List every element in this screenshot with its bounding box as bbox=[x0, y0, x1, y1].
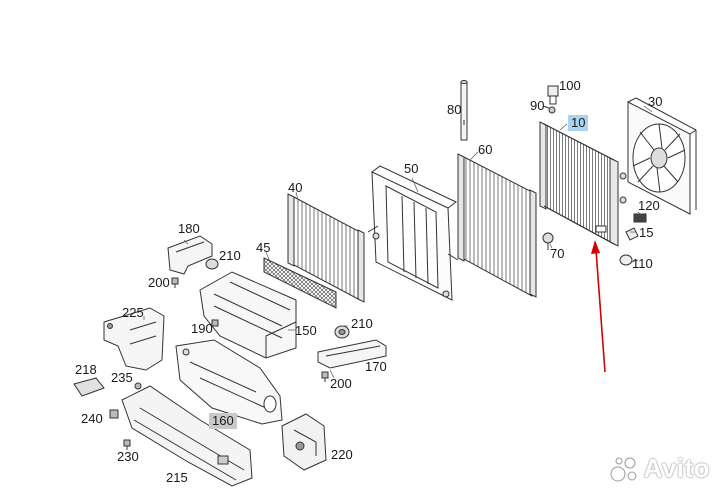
part-110-mount bbox=[619, 254, 633, 266]
label-218: 218 bbox=[75, 362, 97, 377]
part-160-deflector bbox=[175, 339, 283, 425]
label-230: 230 bbox=[117, 449, 139, 464]
label-45: 45 bbox=[256, 240, 271, 255]
label-190: 190 bbox=[191, 321, 213, 336]
label-10: 10 bbox=[568, 115, 589, 131]
label-150: 150 bbox=[295, 323, 317, 338]
label-170: 170 bbox=[365, 359, 387, 374]
label-240: 240 bbox=[81, 411, 103, 426]
label-215: 215 bbox=[166, 470, 188, 485]
label-200-lower: 200 bbox=[330, 376, 352, 391]
part-180-duct bbox=[167, 235, 213, 275]
part-60-condenser bbox=[457, 153, 537, 298]
label-210-lower: 210 bbox=[351, 316, 373, 331]
part-150-air-guide bbox=[199, 271, 297, 359]
part-200-screw-lower bbox=[321, 371, 329, 382]
label-160: 160 bbox=[209, 413, 237, 429]
part-10-radiator bbox=[539, 121, 627, 247]
part-218-plate bbox=[73, 377, 105, 397]
part-30-fan-shroud bbox=[627, 97, 697, 215]
part-225-bracket bbox=[103, 307, 165, 371]
label-40: 40 bbox=[288, 180, 303, 195]
label-70: 70 bbox=[550, 246, 565, 261]
label-90: 90 bbox=[530, 98, 545, 113]
label-60: 60 bbox=[478, 142, 493, 157]
label-110: 110 bbox=[632, 256, 653, 271]
part-235-clip bbox=[134, 382, 142, 390]
part-240-bolt bbox=[109, 409, 119, 419]
avito-watermark-text: Avito bbox=[643, 453, 710, 483]
part-220-lock bbox=[281, 413, 327, 471]
label-225: 225 bbox=[122, 305, 144, 320]
part-80-rod bbox=[460, 80, 468, 141]
part-200-screw-upper bbox=[171, 277, 179, 288]
label-235: 235 bbox=[111, 370, 133, 385]
label-180: 180 bbox=[178, 221, 200, 236]
red-arrow bbox=[591, 240, 606, 373]
part-50-frame bbox=[367, 165, 459, 301]
avito-watermark: Avito bbox=[609, 453, 710, 484]
part-120-connector bbox=[633, 213, 647, 223]
part-170-duct bbox=[317, 339, 387, 369]
leader-lines bbox=[143, 105, 653, 379]
part-190-screw bbox=[211, 319, 219, 327]
part-15-clip bbox=[625, 227, 639, 241]
label-30: 30 bbox=[648, 94, 663, 109]
label-200-upper: 200 bbox=[148, 275, 170, 290]
label-80: 80 bbox=[447, 102, 462, 117]
part-70-valve bbox=[542, 232, 554, 250]
label-120: 120 bbox=[638, 198, 660, 213]
part-215-crossmember bbox=[121, 385, 253, 487]
part-45-filter bbox=[263, 257, 337, 309]
part-230-screw bbox=[123, 439, 131, 450]
label-50: 50 bbox=[404, 161, 419, 176]
part-210-clip-lower bbox=[334, 325, 350, 339]
label-100: 100 bbox=[559, 78, 581, 93]
part-90-sensor bbox=[542, 85, 559, 114]
label-220: 220 bbox=[331, 447, 353, 462]
part-40-aux-radiator bbox=[287, 193, 365, 303]
avito-dots-icon bbox=[610, 457, 637, 481]
part-210-clip-upper bbox=[205, 258, 219, 270]
label-210-upper: 210 bbox=[219, 248, 241, 263]
label-15: 15 bbox=[639, 225, 654, 240]
